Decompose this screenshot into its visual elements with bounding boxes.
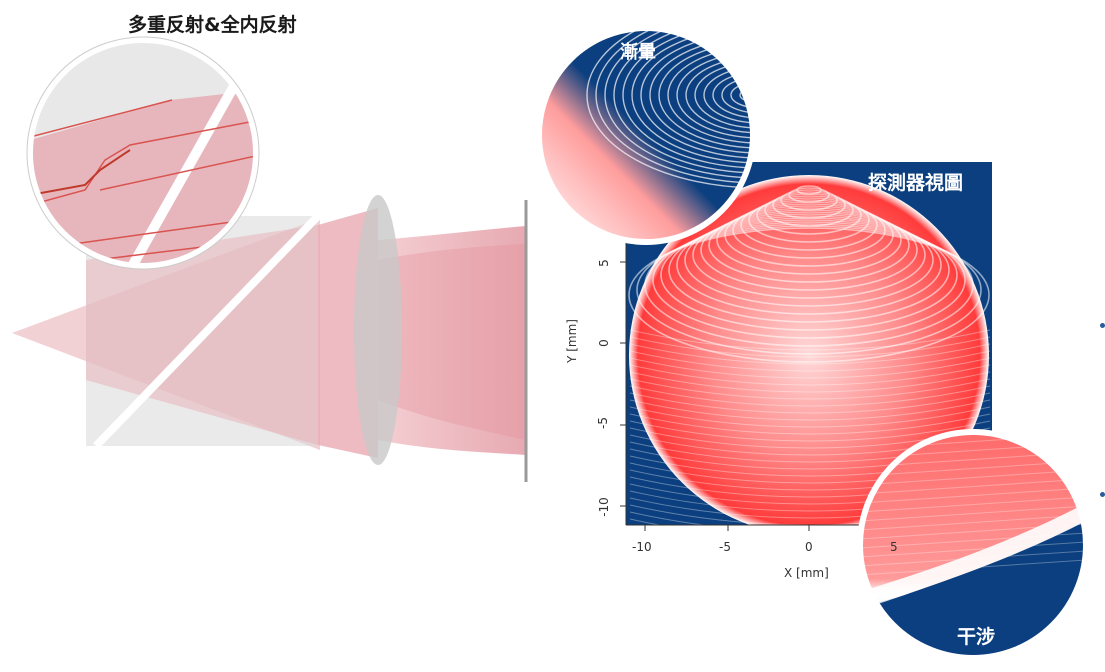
fringe-ring [700, 209, 918, 291]
interference-line [860, 469, 1086, 486]
fringe-ring [668, 217, 950, 323]
vignetting-ring [721, 76, 753, 114]
x-tick-label: 0 [805, 540, 813, 554]
fringe-band [629, 343, 991, 365]
x-tick-label: -5 [719, 540, 731, 554]
fringe-band [629, 371, 991, 393]
x-axis-label: X [mm] [784, 566, 829, 580]
beam-after-lens-lower [378, 244, 526, 440]
x-tick-label: -10 [632, 540, 652, 554]
interference-line [860, 496, 1086, 513]
fringe-band [629, 329, 991, 351]
vignetting-ring [622, 28, 753, 169]
bullet-dot [1100, 323, 1105, 328]
vignetting-ring [631, 28, 753, 164]
y-tick-label: -5 [595, 417, 610, 429]
interference-line [860, 550, 1086, 567]
fringe-band [629, 357, 991, 379]
bullet-dot [1100, 492, 1105, 497]
beam-after-lens [378, 226, 526, 455]
interference-line [860, 487, 1086, 504]
interference-line [860, 532, 1086, 549]
fringe-ring [628, 227, 990, 363]
lens [354, 195, 402, 465]
y-tick-label: 5 [596, 259, 611, 267]
interference-line [860, 559, 1086, 576]
vignetting-ring [685, 56, 753, 134]
prism-diagonal [93, 213, 321, 449]
fringe-band [629, 378, 991, 400]
vignetting-ring [739, 86, 753, 104]
multiple-reflection-magnifier [26, 36, 260, 270]
vignetting-label: 漸暈 [620, 42, 656, 63]
interference-line [860, 523, 1086, 540]
vignetting-ring [640, 31, 753, 159]
interference-magnifier [857, 429, 1089, 661]
interference-line [860, 541, 1086, 558]
interference-line [860, 514, 1086, 531]
vignetting-ring [595, 28, 753, 184]
fringe-band [629, 350, 991, 372]
fringe-ring [644, 223, 974, 347]
x-tick-label: 5 [890, 540, 898, 554]
fringe-band [629, 420, 991, 442]
vignetting-ring [730, 81, 753, 109]
fringe-band [629, 392, 991, 414]
fringe-band [629, 399, 991, 421]
detector-view-label: 探測器視圖 [868, 172, 964, 194]
vignetting-ring [649, 36, 753, 154]
vignetting-ring [613, 28, 753, 174]
vignetting-ring [676, 51, 753, 139]
y-axis-label: Y [mm] [564, 319, 579, 363]
interference-line [860, 505, 1086, 522]
fringe-band [629, 385, 991, 407]
y-tick-label: -10 [596, 497, 611, 517]
y-tick-label: 0 [596, 339, 611, 347]
fringe-ring [716, 205, 902, 275]
fringe-ring [708, 207, 910, 283]
fringe-band [629, 406, 991, 428]
vignetting-ring [712, 71, 753, 119]
vignetting-ring [586, 28, 753, 189]
fringe-ring [652, 221, 966, 339]
fringe-ring [692, 211, 926, 299]
fringe-ring [636, 225, 982, 355]
fringe-ring [660, 219, 958, 331]
interference-line [860, 478, 1086, 495]
vignetting-ring [703, 66, 753, 124]
fringe-band [629, 413, 991, 435]
fringe-band [629, 336, 991, 358]
fringe-band [629, 364, 991, 386]
vignetting-ring [667, 46, 753, 144]
vignetting-ring [658, 41, 753, 149]
multiple-reflection-label: 多重反射&全内反射 [128, 14, 297, 36]
vignetting-magnifier [536, 25, 756, 245]
fringe-ring [684, 213, 934, 307]
interference-label: 干涉 [957, 626, 996, 648]
fringe-ring [676, 215, 942, 315]
vignetting-ring [604, 28, 753, 179]
vignetting-ring [694, 61, 753, 129]
